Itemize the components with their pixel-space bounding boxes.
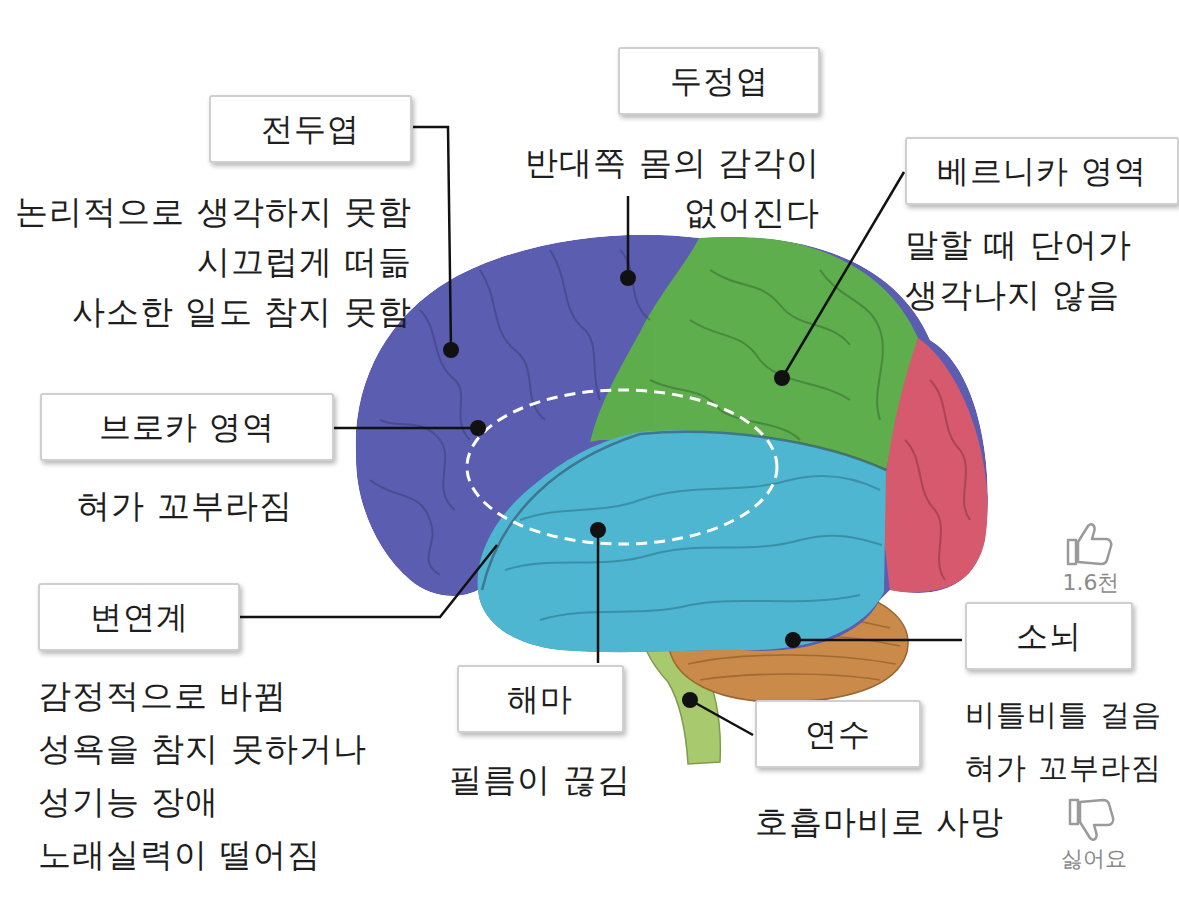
symptom-text: 비틀비틀 걸음	[965, 688, 1176, 741]
leader-line	[793, 639, 962, 642]
leader-dot	[590, 522, 606, 538]
leader-line	[597, 530, 600, 663]
gyri	[505, 476, 882, 620]
region-label: 해마필름이 끊김	[440, 665, 640, 805]
label-box: 연수	[755, 700, 921, 768]
leader-line	[627, 196, 630, 278]
counter-label: 싫어요	[1044, 844, 1144, 874]
leader-dot	[443, 342, 459, 358]
leader-dot	[682, 692, 698, 708]
symptom-text: 사소한 일도 참지 못함	[2, 287, 412, 337]
label-box: 해마	[457, 665, 624, 733]
region-name: 변연계	[90, 598, 189, 636]
lateral-fissure	[482, 432, 886, 590]
region-name: 두정엽	[670, 62, 769, 100]
label-box: 소뇌	[965, 602, 1133, 670]
heading-row: 해마	[440, 665, 640, 733]
temporal-lobe	[478, 430, 886, 653]
region-name: 소뇌	[1016, 617, 1082, 655]
label-box: 브로카 영역	[40, 393, 334, 461]
heading-row: 변연계	[38, 583, 383, 651]
region-name: 브로카 영역	[99, 408, 275, 446]
leader-dots	[443, 270, 801, 708]
symptom-text: 반대쪽 몸의 감각이 없어진다	[495, 138, 820, 238]
label-box: 베르니카 영역	[905, 137, 1179, 205]
region-label: 브로카 영역혀가 꼬부라짐	[40, 393, 330, 531]
symptom-text: 혀가 꼬부라짐	[965, 741, 1176, 794]
leader-line	[238, 545, 497, 617]
symptom-text: 필름이 끊김	[440, 755, 640, 805]
label-box: 변연계	[38, 583, 240, 651]
symptom-text: 시끄럽게 떠듦	[2, 237, 412, 287]
heading-row: 전두엽	[2, 95, 412, 163]
symptom-text: 호흡마비로 사망	[755, 797, 1018, 847]
heading-row: 연수	[748, 700, 1018, 768]
label-box: 전두엽	[209, 95, 412, 163]
leader-line	[690, 700, 753, 735]
occipital-lobe	[882, 338, 988, 593]
thumbs-down-icon	[1070, 800, 1113, 840]
region-label: 소뇌비틀비틀 걸음혀가 꼬부라짐	[960, 602, 1176, 794]
leader-dot	[785, 632, 801, 648]
symptom-text: 성욕을 참지 못하거나 성기능 장애	[38, 722, 383, 828]
leader-line	[332, 427, 478, 430]
symptom-text: 혀가 꼬부라짐	[40, 481, 330, 531]
heading-row: 브로카 영역	[40, 393, 330, 461]
thumbs-up-icon	[1068, 524, 1111, 564]
dashed-region	[467, 390, 777, 544]
region-name: 해마	[507, 680, 573, 718]
heading-row: 두정엽	[495, 47, 820, 115]
symptom-text: 감정적으로 바뀜	[38, 669, 383, 722]
leader-dot	[774, 370, 790, 386]
region-label: 두정엽반대쪽 몸의 감각이 없어진다	[495, 47, 820, 238]
region-label: 전두엽논리적으로 생각하지 못함시끄럽게 떠듦사소한 일도 참지 못함	[2, 95, 412, 337]
leader-dot	[470, 420, 486, 436]
region-name: 연수	[805, 715, 871, 753]
symptom-text: 논리적으로 생각하지 못함	[2, 187, 412, 237]
gyri	[650, 270, 883, 440]
region-name: 베르니카 영역	[937, 152, 1146, 190]
region-name: 전두엽	[261, 110, 360, 148]
region-label: 연수호흡마비로 사망	[748, 700, 1018, 847]
leader-line	[413, 127, 451, 350]
leader-dot	[620, 270, 636, 286]
heading-row: 베르니카 영역	[905, 137, 1175, 205]
symptom-text: 말할 때 단어가 생각나지 않음	[905, 220, 1175, 320]
gyri	[905, 380, 970, 580]
region-label: 변연계감정적으로 바뀜성욕을 참지 못하거나 성기능 장애노래실력이 떨어짐	[38, 583, 383, 881]
heading-row: 소뇌	[960, 602, 1176, 670]
counter-label: 1.6천	[1046, 568, 1136, 598]
region-label: 베르니카 영역말할 때 단어가 생각나지 않음	[905, 137, 1175, 320]
symptom-text: 노래실력이 떨어짐	[38, 828, 383, 881]
label-box: 두정엽	[618, 47, 820, 115]
